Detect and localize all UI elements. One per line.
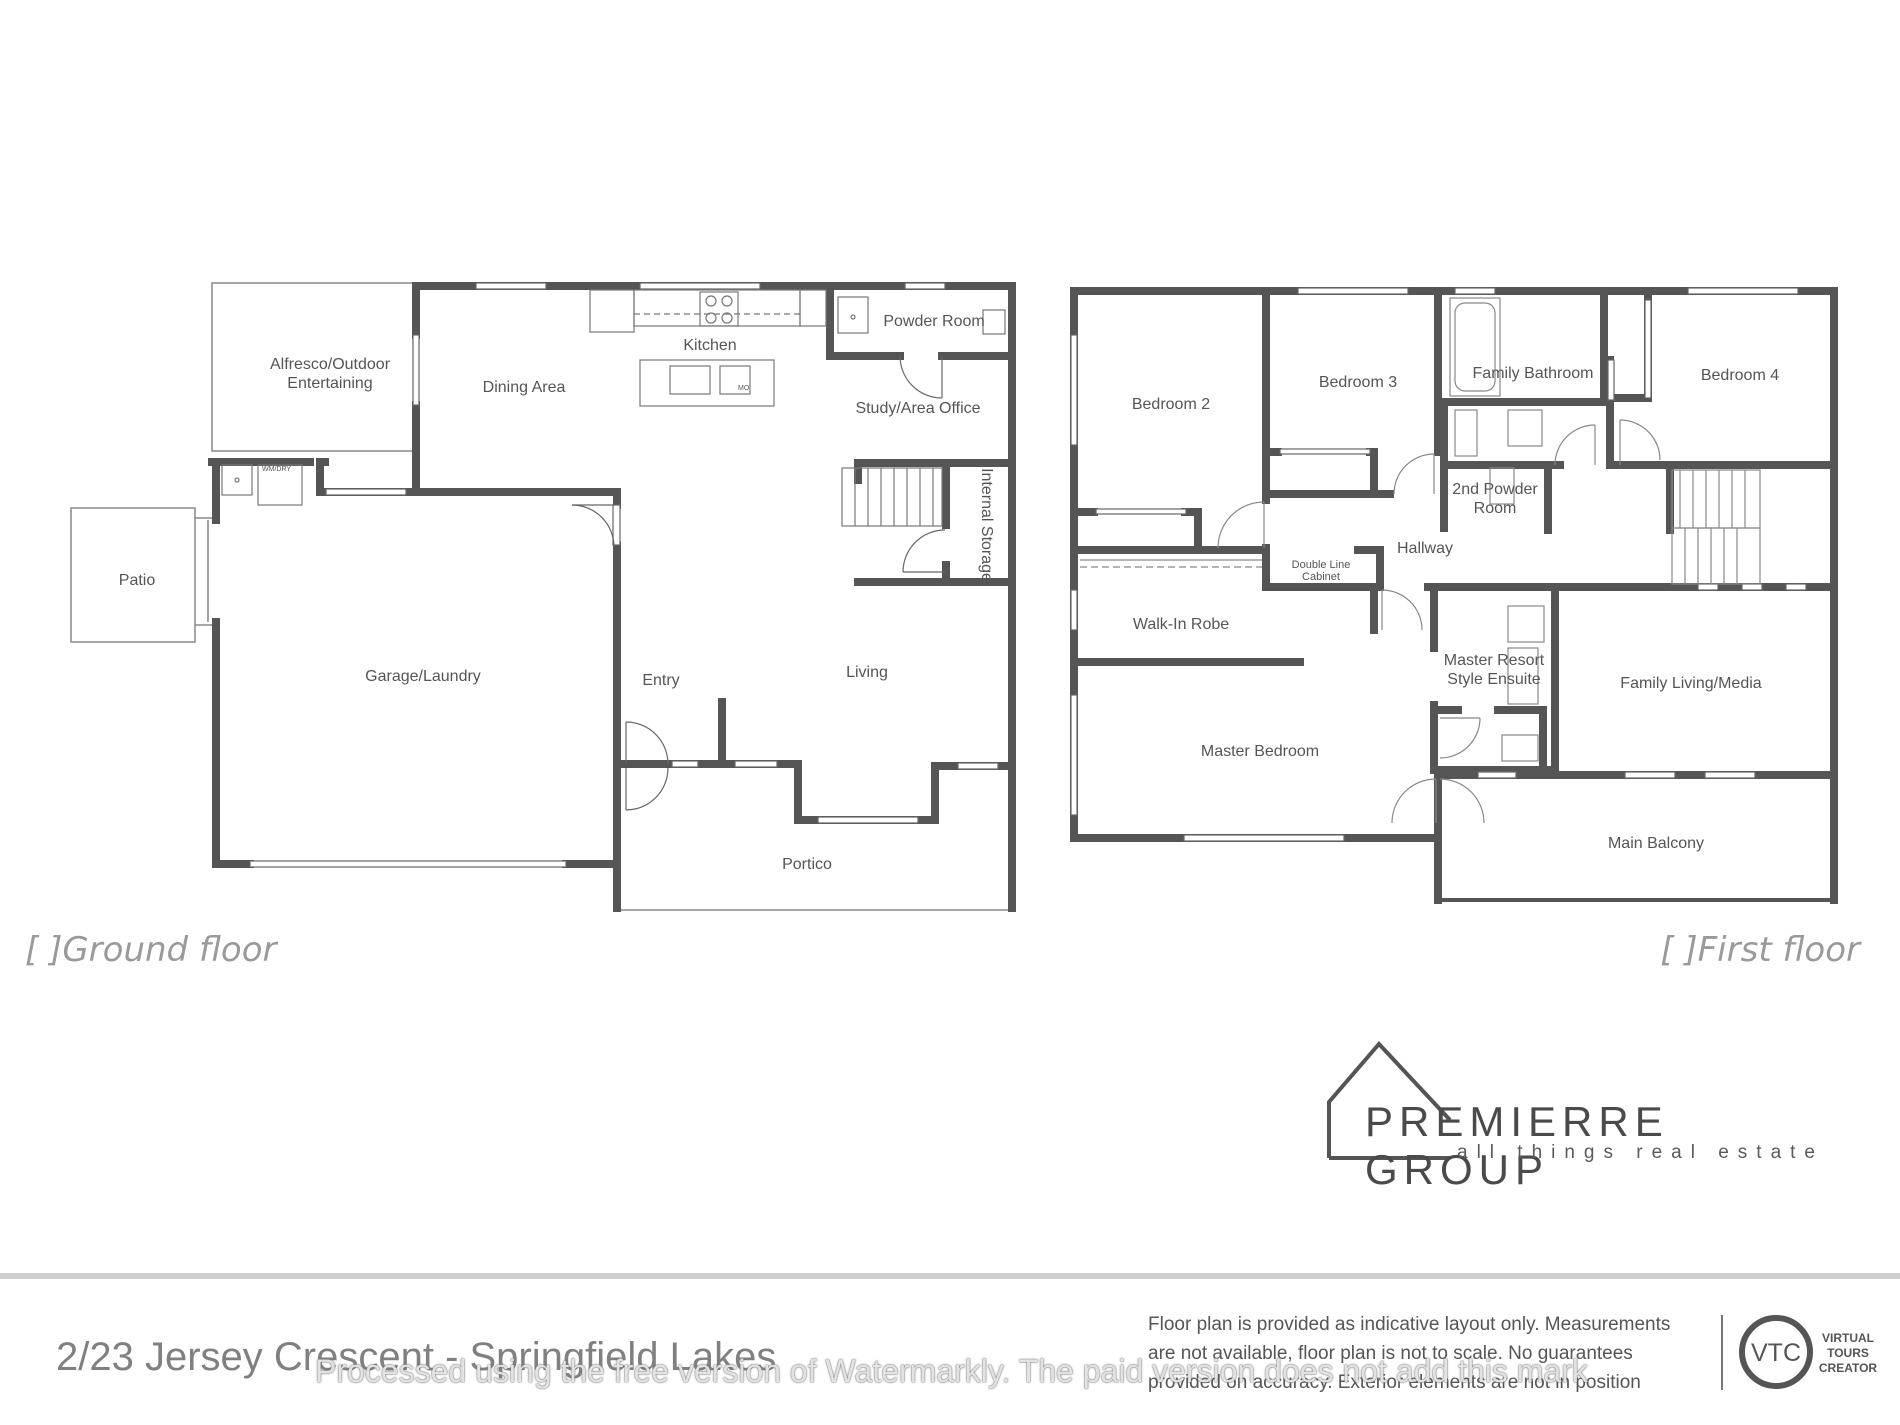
label-study: Study/Area Office — [855, 400, 980, 417]
label-bedroom-3: Bedroom 3 — [1319, 374, 1397, 391]
first-floor-plan: Bedroom 2 Bedroom 3 Family Bathroom Bedr… — [1070, 287, 1838, 904]
label-living: Living — [846, 664, 888, 681]
label-bedroom-4: Bedroom 4 — [1701, 367, 1779, 384]
label-garage-laundry: Garage/Laundry — [365, 668, 481, 685]
cabinet-line-2: Cabinet — [1302, 571, 1340, 583]
footer-divider — [0, 1273, 1900, 1279]
label-wm-dry: WM/DRY — [262, 466, 291, 473]
label-internal-storage: Internal Storage — [978, 468, 995, 582]
alfresco-line-2: Entertaining — [287, 375, 372, 392]
watermark-text: Processed using the free version of Wate… — [315, 1353, 1588, 1389]
vtc-divider — [1721, 1315, 1723, 1390]
label-bedroom-2: Bedroom 2 — [1132, 396, 1210, 413]
label-kitchen: Kitchen — [683, 337, 736, 354]
label-master-bedroom: Master Bedroom — [1201, 743, 1319, 760]
label-powder-room: Powder Room — [883, 313, 984, 330]
patio-outline — [70, 507, 196, 643]
vtc-badge-icon: VTC — [1739, 1315, 1813, 1389]
label-mo: MO — [738, 385, 750, 392]
label-family-living: Family Living/Media — [1620, 675, 1761, 692]
label-family-bathroom: Family Bathroom — [1473, 365, 1594, 382]
house-outline-icon — [1327, 1041, 1452, 1160]
second-powder-line-1: 2nd Powder — [1452, 481, 1538, 498]
label-hallway: Hallway — [1397, 540, 1453, 557]
brand-name: PREMIERRE GROUP — [1365, 1098, 1669, 1193]
ground-floor-caption: [ ]Ground floor — [25, 930, 277, 970]
label-portico: Portico — [782, 856, 832, 873]
first-floor-caption: [ ]First floor — [1660, 930, 1860, 970]
label-walk-in-robe: Walk-In Robe — [1133, 616, 1229, 633]
label-entry: Entry — [642, 672, 679, 689]
label-main-balcony: Main Balcony — [1608, 835, 1704, 852]
premierre-group-logo: PREMIERRE GROUP all things real estate — [1325, 1040, 1825, 1193]
property-address: 2/23 Jersey Crescent - Springfield Lakes — [56, 1335, 777, 1379]
second-powder-line-2: Room — [1474, 500, 1517, 517]
vtc-brand-text: VIRTUAL TOURS CREATOR — [1818, 1331, 1878, 1375]
floor-plan-disclaimer: Floor plan is provided as indicative lay… — [1148, 1314, 1671, 1393]
label-patio: Patio — [119, 572, 156, 589]
cabinet-line-1: Double Line — [1292, 559, 1351, 571]
ensuite-line-2: Style Ensuite — [1447, 671, 1540, 688]
portico-outline — [616, 760, 1014, 911]
alfresco-line-1: Alfresco/Outdoor — [270, 356, 391, 373]
label-dining-area: Dining Area — [483, 379, 566, 396]
vtc-badge-text: VTC — [1751, 1339, 1801, 1367]
ensuite-line-1: Master Resort — [1444, 652, 1545, 669]
brand-tagline: all things real estate — [1457, 1142, 1824, 1163]
